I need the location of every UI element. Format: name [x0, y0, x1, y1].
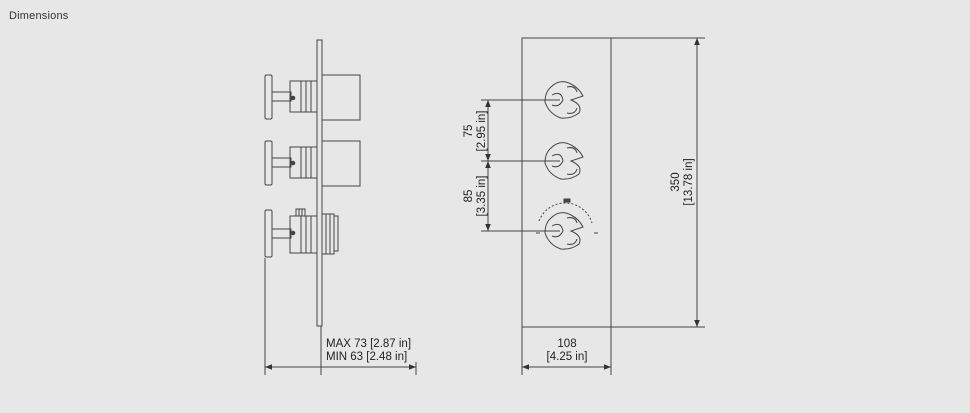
width-dimension: [521, 327, 612, 375]
spacing-top-mm: 75: [463, 125, 475, 138]
cover-plate-front: [521, 37, 612, 328]
knob-middle-front: [544, 142, 584, 180]
depth-min-label: MIN 63 [2.48 in]: [326, 351, 407, 363]
depth-max-label: MAX 73 [2.87 in]: [326, 338, 411, 350]
height-in: [13.78 in]: [683, 158, 695, 205]
handle-thermostatic-side: [264, 208, 339, 258]
cover-plate-side: [316, 39, 323, 327]
width-in: [4.25 in]: [547, 351, 588, 363]
front-view: [481, 37, 705, 375]
knob-thermostatic-front: [536, 198, 598, 250]
side-view: [264, 39, 417, 375]
section-title: Dimensions: [9, 10, 69, 22]
height-dimension: [611, 37, 705, 328]
handle-top-side: [264, 74, 361, 121]
spacing-bottom-in: [3.35 in]: [476, 176, 488, 217]
handle-middle-side: [264, 140, 361, 187]
height-mm: 350: [670, 172, 682, 191]
spacing-top-in: [2.95 in]: [476, 111, 488, 152]
spacing-bottom-mm: 85: [463, 190, 475, 203]
knob-top-front: [544, 81, 584, 119]
spacing-dimension: [481, 99, 560, 232]
width-mm: 108: [557, 338, 576, 350]
depth-dimension: [264, 258, 417, 375]
